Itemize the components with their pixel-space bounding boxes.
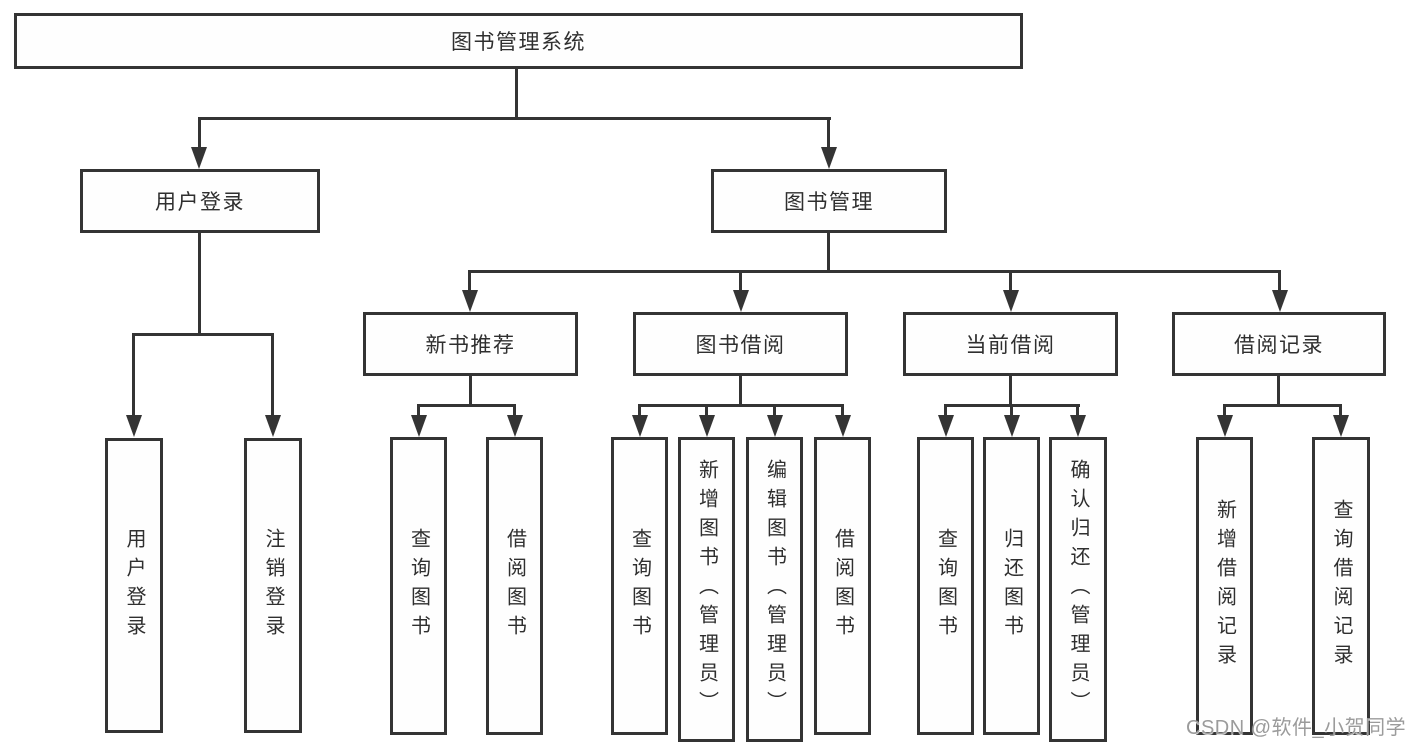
arrowhead-down-icon [191,147,207,169]
arrowhead-down-icon [767,415,783,437]
node-label: 查询图书 [407,528,430,644]
connector-line [1278,270,1281,292]
connector-line [705,404,708,417]
node-label: 图书借阅 [695,334,786,357]
node-borrowing-records: 借阅记录 [1172,312,1386,376]
connector-line [469,270,1281,273]
connector-line [739,376,742,406]
arrowhead-down-icon [938,415,954,437]
connector-line [1277,376,1280,406]
connector-line [638,404,844,407]
arrowhead-down-icon [821,147,837,169]
connector-line [198,233,201,335]
node-query-books-recommend: 查询图书 [390,437,447,735]
node-label: 借阅记录 [1234,334,1324,357]
connector-line [1010,404,1013,417]
arrowhead-down-icon [835,415,851,437]
arrowhead-down-icon [1217,415,1233,437]
connector-line [1009,376,1012,406]
node-label: 当前借阅 [965,334,1056,357]
connector-line [841,404,844,417]
node-borrow-books-recommend: 借阅图书 [486,437,543,735]
node-label: 确认归还（管理员） [1067,459,1089,720]
node-book-borrowing: 图书借阅 [633,312,848,376]
node-return-books: 归还图书 [983,437,1040,735]
connector-line [944,404,947,417]
connector-line [513,404,516,417]
node-label: 注销登录 [262,527,284,644]
connector-line [417,404,516,407]
connector-line [1339,404,1342,417]
node-current-borrowing: 当前借阅 [903,312,1118,376]
node-book-management: 图书管理 [711,169,947,233]
connector-line [469,376,472,406]
arrowhead-down-icon [699,415,715,437]
arrowhead-down-icon [1003,290,1019,312]
node-label: 图书管理系统 [451,31,586,54]
arrowhead-down-icon [632,415,648,437]
node-label: 编辑图书（管理员） [763,459,786,720]
connector-line [827,117,830,151]
node-label: 图书管理 [784,191,874,214]
arrowhead-down-icon [265,415,281,437]
connector-line [198,117,201,151]
watermark-csdn: CSDN @软件_小贺同学 [1186,717,1405,739]
connector-line [739,270,742,292]
node-label: 用户登录 [155,191,245,214]
arrowhead-down-icon [1004,415,1020,437]
connector-line [132,333,273,336]
connector-line [132,333,135,417]
arrowhead-down-icon [1333,415,1349,437]
arrowhead-down-icon [1272,290,1288,312]
node-logout-action: 注销登录 [244,438,302,733]
node-label: 借阅图书 [831,528,854,644]
node-label: 查询图书 [934,528,957,644]
arrowhead-down-icon [462,290,478,312]
connector-line [468,270,471,292]
node-user-login: 用户登录 [80,169,320,233]
arrowhead-down-icon [411,415,427,437]
node-label: 借阅图书 [503,528,526,644]
node-new-book-recommendation: 新书推荐 [363,312,578,376]
node-label: 新增图书（管理员） [695,459,718,720]
node-library-management-system: 图书管理系统 [14,13,1023,69]
node-label: 新增借阅记录 [1213,499,1236,673]
node-add-book-admin: 新增图书（管理员） [678,437,735,742]
node-user-login-action: 用户登录 [105,438,163,733]
arrowhead-down-icon [507,415,523,437]
arrowhead-down-icon [733,290,749,312]
node-label: 查询图书 [628,528,651,644]
node-label: 用户登录 [123,527,145,644]
node-query-books-current: 查询图书 [917,437,974,735]
node-query-books-borrowing: 查询图书 [611,437,668,735]
node-edit-book-admin: 编辑图书（管理员） [746,437,803,742]
connector-line [827,233,830,272]
connector-line [271,333,274,417]
connector-line [773,404,776,417]
node-label: 归还图书 [1000,528,1023,644]
node-label: 新书推荐 [425,334,516,357]
arrowhead-down-icon [126,415,142,437]
connector-line [199,117,831,120]
connector-line [515,69,518,117]
connector-line [638,404,641,417]
node-confirm-return-admin: 确认归还（管理员） [1049,437,1107,742]
node-borrow-books-borrowing: 借阅图书 [814,437,871,735]
node-add-borrow-record: 新增借阅记录 [1196,437,1253,735]
connector-line [1009,270,1012,292]
connector-line [1223,404,1226,417]
connector-line [1076,404,1079,417]
connector-line [417,404,420,417]
node-query-borrow-record: 查询借阅记录 [1312,437,1370,735]
arrowhead-down-icon [1070,415,1086,437]
node-label: 查询借阅记录 [1330,499,1352,673]
connector-line [1223,404,1342,407]
